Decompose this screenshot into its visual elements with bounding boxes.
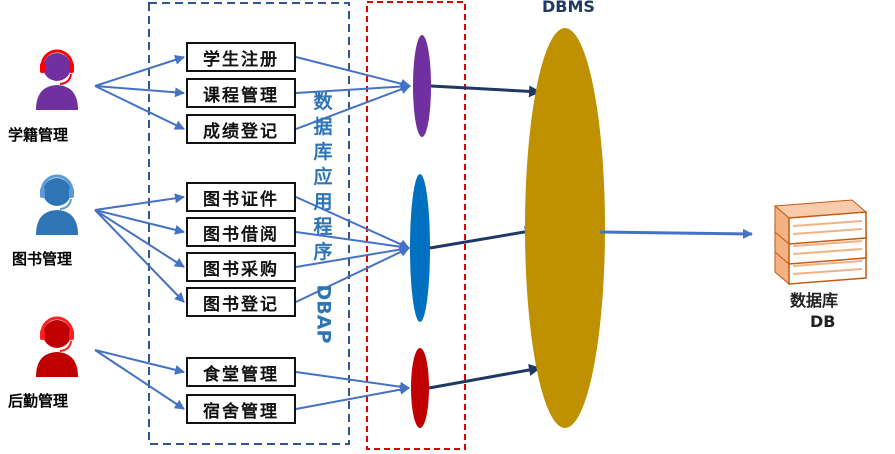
app-box-course-management: 课程管理 [186,78,296,108]
app-box-book-purchasing: 图书采购 [186,252,296,282]
app-to-interface-arrow [295,247,410,303]
user-to-app-arrow [94,209,185,268]
app-layer-label-char: 应 [313,166,333,188]
user-to-app-arrow [94,85,185,130]
app-to-interface-arrow [295,371,410,392]
app-layer-label-char: 库 [313,141,333,163]
dbms-label: DBMS [542,0,595,16]
user-headset-icon-student [36,49,78,110]
app-layer-dashed-box [148,2,350,445]
user-to-app-arrow [94,193,185,211]
user-label-library: 图书管理 [12,250,73,268]
user-to-app-arrow [94,209,185,235]
arrow-dbms-to-db [599,228,753,239]
app-layer-label-char: 数 [313,91,333,113]
arrow-student-to-dbms [430,84,541,98]
app-to-interface-arrow [295,56,411,89]
app-to-interface-arrow [295,384,410,410]
app-box-book-borrowing: 图书借阅 [186,217,296,247]
app-to-interface-arrow [295,231,410,252]
app-box-library-card: 图书证件 [186,182,296,212]
arrow-library-to-dbms [429,225,537,250]
interface-ellipse-student [413,35,431,137]
interface-layer-dashed-box [366,1,466,450]
app-layer-label-latin: DBAP [312,284,335,344]
app-box-book-cataloging: 图书登记 [186,287,296,317]
user-to-app-arrow [94,349,185,375]
user-label-logistics: 后勤管理 [8,392,69,410]
user-headset-icon-logistics [36,316,78,377]
database-abbr-label: DB [810,312,836,331]
app-layer-label: 数 据 库 应 用 程 序 DBAP [312,90,335,344]
dbms-ellipse [525,28,605,428]
database-label: 数据库 [790,291,839,310]
user-to-app-arrow [94,349,185,410]
app-to-interface-arrow [295,81,411,94]
app-box-grade-entry: 成绩登记 [186,114,296,144]
app-to-interface-arrow [295,244,410,268]
app-layer-label-char: 用 [313,191,333,213]
app-to-interface-arrow [295,196,410,249]
app-layer-label-char: 据 [313,116,333,138]
user-to-app-arrow [94,85,185,98]
app-box-student-registration: 学生注册 [186,42,296,72]
interface-ellipse-library [410,174,430,322]
app-box-dorm-management: 宿舍管理 [186,394,296,424]
user-label-student: 学籍管理 [8,126,69,144]
app-layer-label-char: 程 [313,216,333,238]
interface-ellipse-logistics [411,348,429,428]
app-box-canteen-management: 食堂管理 [186,357,296,387]
user-headset-icon-library [36,174,78,235]
app-layer-label-char: 序 [313,241,333,263]
app-to-interface-arrow [295,84,411,130]
user-to-app-arrow [94,55,185,87]
book-stack-icon [773,199,868,286]
user-to-app-arrow [94,209,185,303]
arrow-logistics-to-dbms [428,364,541,390]
